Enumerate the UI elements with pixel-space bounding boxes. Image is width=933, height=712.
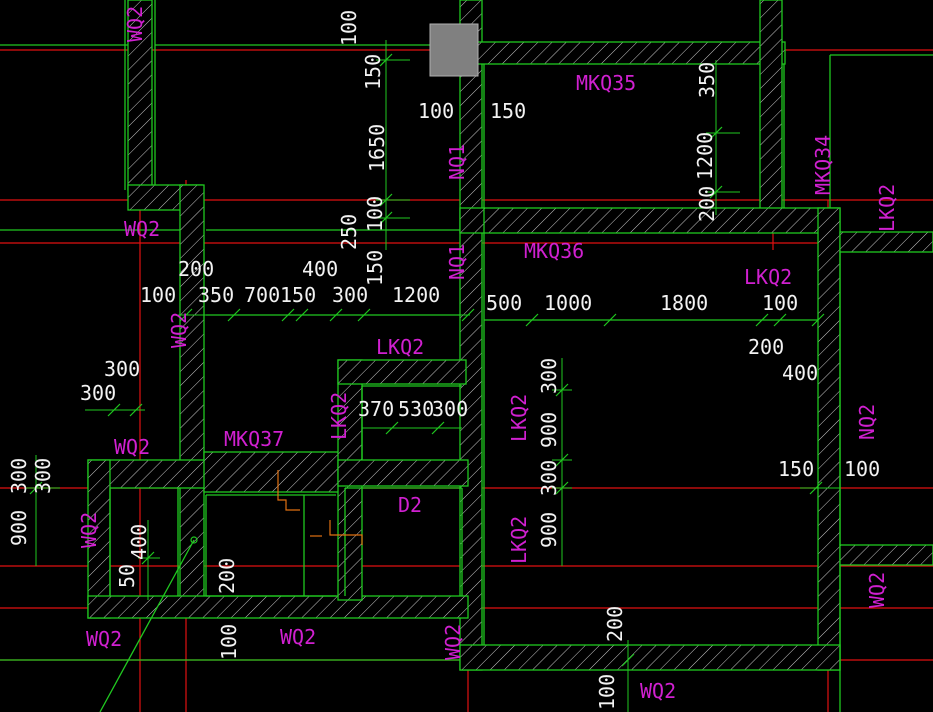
wall-tag: MKQ34: [811, 135, 835, 195]
dimension-text: 1000: [544, 291, 592, 315]
dimension-text: 200: [748, 335, 784, 359]
dimension-text: 300: [31, 458, 55, 494]
dimension-text: 100: [337, 10, 361, 46]
dimension-text: 300: [537, 358, 561, 394]
dimension-text: 300: [332, 283, 368, 307]
wall-tag: NQ2: [855, 404, 879, 440]
wall-tag: D2: [398, 493, 422, 517]
dimension-text: 100: [844, 457, 880, 481]
dimension-text: 500: [486, 291, 522, 315]
wall-tag: WQ2: [114, 435, 150, 459]
wall-tag: WQ2: [124, 217, 160, 241]
dimension-text: 300: [80, 381, 116, 405]
dimension-text: 400: [127, 524, 151, 560]
dimension-text: 350: [695, 62, 719, 98]
dimension-text: 350: [198, 283, 234, 307]
dimension-text: 1800: [660, 291, 708, 315]
dimension-text: 150: [778, 457, 814, 481]
door-swing-marks: [277, 470, 363, 545]
wall-tag: NQ1: [445, 244, 469, 280]
wall-hatching: [87, 0, 933, 671]
dimension-text: 700: [244, 283, 280, 307]
dimension-text: 900: [7, 510, 31, 546]
wall-tag: MKQ35: [576, 71, 636, 95]
dimension-text: 300: [432, 397, 468, 421]
wall-tag: LKQ2: [507, 394, 531, 442]
dimension-text: 1200: [693, 132, 717, 180]
dimension-text: 530: [398, 397, 434, 421]
dimension-text: 1200: [392, 283, 440, 307]
dimension-text: 370: [358, 397, 394, 421]
dimension-text: 200: [603, 606, 627, 642]
dimension-text: 100: [140, 283, 176, 307]
wall-tag: LKQ2: [376, 335, 424, 359]
wall-tag: LKQ2: [875, 184, 899, 232]
selection-grip-handle[interactable]: [429, 23, 479, 77]
dimension-text: 300: [7, 458, 31, 494]
wall-tag: LKQ2: [507, 516, 531, 564]
dimension-text: 150: [280, 283, 316, 307]
wall-tag: WQ2: [77, 512, 101, 548]
wall-tag: MKQ37: [224, 427, 284, 451]
dimension-text: 100: [363, 196, 387, 232]
dimension-text: 300: [537, 460, 561, 496]
dimension-text: 200: [695, 186, 719, 222]
dimension-text: 400: [302, 257, 338, 281]
wall-tag: LKQ2: [327, 392, 351, 440]
dimension-text: 1650: [365, 124, 389, 172]
dimension-text: 200: [215, 558, 239, 594]
wall-tag: WQ2: [865, 572, 889, 608]
dimension-text: 200: [178, 257, 214, 281]
dimension-text: 150: [490, 99, 526, 123]
wall-tag: WQ2: [640, 679, 676, 703]
dimension-labels: 100 150 1650 100 150 100 250 150 350 120…: [7, 10, 880, 710]
wall-tag: WQ2: [441, 624, 465, 660]
dimension-text: 900: [537, 512, 561, 548]
wall-tag: WQ2: [86, 627, 122, 651]
wall-tag: WQ2: [167, 312, 191, 348]
leader-anchor: [190, 536, 198, 544]
dimension-text: 100: [762, 291, 798, 315]
wall-tag: MKQ36: [524, 239, 584, 263]
dimension-text: 50: [115, 564, 139, 588]
wall-tag: WQ2: [280, 625, 316, 649]
dimension-text: 100: [595, 674, 619, 710]
dimension-ticks: [29, 53, 825, 667]
wall-tags: WQ2 WQ2 WQ2 WQ2 WQ2 WQ2 WQ2 WQ2 WQ2 WQ2 …: [77, 6, 899, 703]
dimension-text: 100: [418, 99, 454, 123]
dimension-text: 100: [217, 624, 241, 660]
wall-tag: LKQ2: [744, 265, 792, 289]
dimension-text: 900: [537, 412, 561, 448]
dimension-text: 400: [782, 361, 818, 385]
dimension-text: 150: [361, 54, 385, 90]
wall-tag: WQ2: [123, 6, 147, 42]
dimension-text: 150: [363, 250, 387, 286]
dimension-text: 250: [337, 214, 361, 250]
wall-tag: NQ1: [445, 144, 469, 180]
dimension-text: 300: [104, 357, 140, 381]
